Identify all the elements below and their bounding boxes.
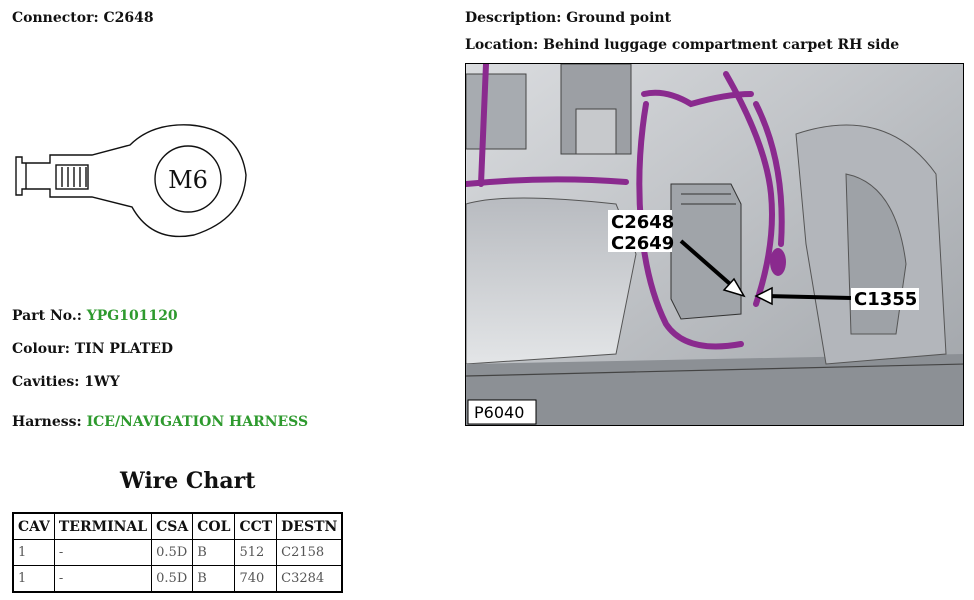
- colour-line: Colour: TIN PLATED: [12, 341, 173, 357]
- location-photo: C2648 C2649 C1355 P6040: [465, 63, 964, 426]
- wire-chart-header-row: CAV TERMINAL CSA COL CCT DESTN: [12, 512, 343, 540]
- wire-chart-title: Wire Chart: [120, 468, 256, 494]
- table-row: 1 - 0.5D B 740 C3284: [12, 565, 343, 593]
- description-value: Ground point: [566, 10, 672, 26]
- wire-chart-table: CAV TERMINAL CSA COL CCT DESTN 1 - 0.5D …: [12, 512, 344, 593]
- cell-csa: 0.5D: [151, 565, 194, 593]
- column-header-terminal: TERMINAL: [53, 512, 153, 540]
- cavities-value: 1WY: [84, 374, 120, 390]
- ring-terminal-drawing: M6: [15, 124, 247, 238]
- cell-terminal: -: [53, 565, 153, 593]
- vehicle-interior-illustration: C2648 C2649 C1355 P6040: [466, 64, 963, 425]
- cell-cct: 740: [234, 565, 278, 593]
- column-header-col: COL: [192, 512, 236, 540]
- column-header-destn: DESTN: [276, 512, 343, 540]
- part-number-line: Part No.: YPG101120: [12, 308, 178, 324]
- connector-value: C2648: [103, 10, 154, 26]
- connector-label: Connector:: [12, 10, 99, 26]
- harness-line: Harness: ICE/NAVIGATION HARNESS: [12, 414, 308, 430]
- description-line: Description: Ground point: [465, 10, 671, 26]
- cell-cav: 1: [12, 565, 55, 593]
- table-row: 1 - 0.5D B 512 C2158: [12, 539, 343, 566]
- connector-title: Connector: C2648: [12, 10, 154, 26]
- colour-value: TIN PLATED: [74, 341, 174, 357]
- location-line: Location: Behind luggage compartment car…: [465, 37, 899, 53]
- part-number-label: Part No.:: [12, 308, 82, 324]
- location-value: Behind luggage compartment carpet RH sid…: [543, 37, 900, 53]
- cell-col: B: [192, 565, 236, 593]
- cell-cav: 1: [12, 539, 55, 566]
- callout-c2648: C2648: [611, 212, 674, 233]
- stud-size-label: M6: [168, 166, 208, 194]
- column-header-cav: CAV: [12, 512, 55, 540]
- cell-terminal: -: [53, 539, 153, 566]
- column-header-cct: CCT: [234, 512, 278, 540]
- column-header-csa: CSA: [151, 512, 194, 540]
- cell-col: B: [192, 539, 236, 566]
- photo-reference: P6040: [474, 403, 524, 422]
- description-label: Description:: [465, 10, 562, 26]
- callout-c1355: C1355: [854, 289, 917, 310]
- harness-value: ICE/NAVIGATION HARNESS: [86, 414, 309, 430]
- cavities-label: Cavities:: [12, 374, 80, 390]
- cavities-line: Cavities: 1WY: [12, 374, 120, 390]
- location-label: Location:: [465, 37, 539, 53]
- colour-label: Colour:: [12, 341, 70, 357]
- callout-c2649: C2649: [611, 233, 674, 254]
- part-number-value: YPG101120: [86, 308, 178, 324]
- cell-destn: C2158: [276, 539, 343, 566]
- cell-destn: C3284: [276, 565, 343, 593]
- harness-label: Harness:: [12, 414, 82, 430]
- cell-cct: 512: [234, 539, 278, 566]
- cell-csa: 0.5D: [151, 539, 194, 566]
